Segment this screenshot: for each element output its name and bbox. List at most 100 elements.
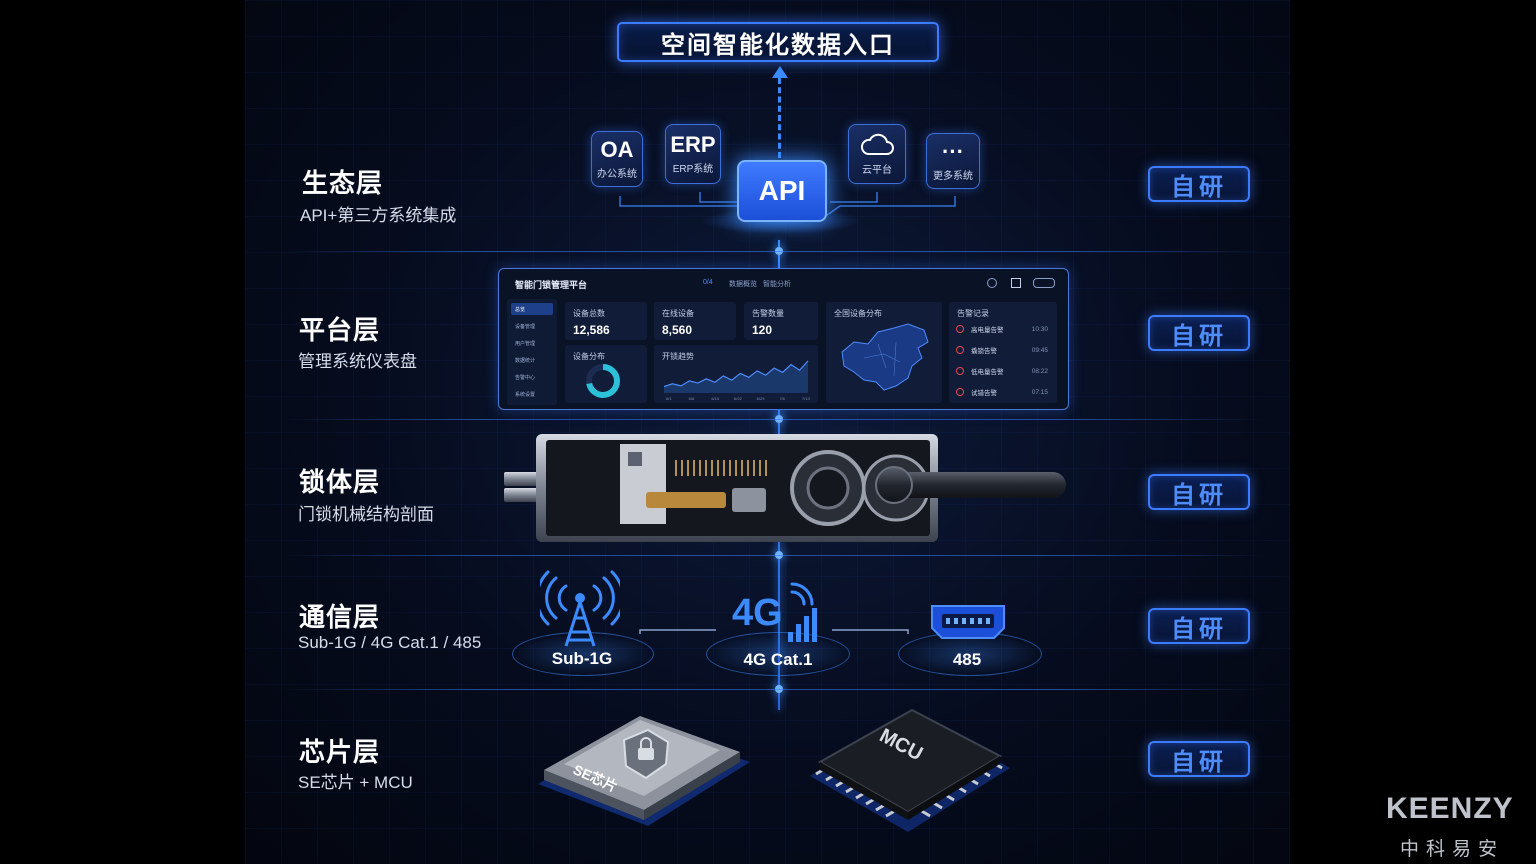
- sidebar-item[interactable]: 系统设置: [515, 391, 536, 398]
- sidebar-item[interactable]: 用户管理: [515, 340, 536, 347]
- alarm-time: 08:22: [1031, 367, 1048, 375]
- alarm-icon: [956, 388, 964, 396]
- sidebar-item[interactable]: 总览: [511, 303, 553, 315]
- stat-label: 设备总数: [573, 309, 605, 318]
- top-title: 空间智能化数据入口: [617, 22, 939, 62]
- rs485-port-icon: [931, 605, 1005, 639]
- layer-divider: [282, 689, 1264, 690]
- 4g-halo: [706, 632, 850, 676]
- trend-x-tick: 6/22: [734, 396, 743, 401]
- sidebar-item[interactable]: 设备管理: [515, 323, 536, 330]
- trend-x-tick: 6/8: [689, 396, 695, 401]
- layer-title-communication: 通信层: [299, 602, 381, 632]
- brand-chinese-name: 中科易安: [1400, 839, 1505, 860]
- in-house-badge: 自研: [1148, 608, 1250, 644]
- alarm-icon: [956, 367, 964, 375]
- layer-title-chip: 芯片层: [299, 737, 381, 767]
- alarm-time: 07:15: [1031, 388, 1048, 396]
- diagram-panel: [245, 0, 1290, 864]
- sidebar-item[interactable]: 数据统计: [515, 357, 536, 364]
- layer-subtitle-platform: 管理系统仪表盘: [298, 352, 417, 371]
- in-house-badge: 自研: [1148, 474, 1250, 510]
- alarm-text: 撬锁告警: [971, 348, 997, 355]
- more-systems-label: ···: [942, 138, 964, 164]
- trend-x-tick: 6/15: [711, 396, 720, 401]
- panel-label: 设备分布: [573, 352, 605, 361]
- oa-system-cube: OA 办公系统: [591, 131, 643, 187]
- antenna-tower-icon: [540, 570, 620, 647]
- dashboard-tab[interactable]: 数据概览: [729, 281, 757, 288]
- dashboard-screenshot: 智能门锁管理平台 0/4 数据概览 智能分析 总览 设备管理 用户管理 数据统计…: [498, 268, 1069, 410]
- api-cube: API: [737, 160, 827, 222]
- signal-bars-icon: [788, 582, 817, 642]
- mcu-chip-graphic: [810, 708, 1010, 832]
- panel-label: 全国设备分布: [834, 309, 882, 318]
- layer-subtitle-communication: Sub-1G / 4G Cat.1 / 485: [298, 633, 482, 652]
- alarm-row[interactable]: 撬锁告警 09:45: [956, 345, 1048, 355]
- oa-caption: 办公系统: [597, 168, 637, 180]
- erp-label: ERP: [670, 131, 716, 157]
- fullscreen-icon[interactable]: [1011, 278, 1021, 288]
- settings-icon[interactable]: [987, 278, 997, 288]
- alarm-icon: [956, 346, 964, 354]
- panel-label: 告警记录: [957, 309, 989, 318]
- trend-x-tick: 6/29: [757, 396, 766, 401]
- user-menu-icon[interactable]: [1033, 278, 1055, 288]
- donut-chart: [586, 364, 620, 398]
- more-systems-cube: ··· 更多系统: [926, 133, 980, 189]
- layer-subtitle-chip: SE芯片 + MCU: [298, 773, 413, 792]
- layer-title-lock-body: 锁体层: [299, 467, 381, 497]
- stat-value: 120: [752, 323, 773, 337]
- connector-dashed-line: [778, 78, 781, 158]
- comm-connector-lines: [639, 629, 909, 634]
- trend-x-tick: 6/1: [666, 396, 672, 401]
- in-house-badge: 自研: [1148, 166, 1250, 202]
- alarm-icon: [956, 325, 964, 333]
- alarm-time: 09:45: [1031, 346, 1048, 354]
- dashboard-title: 智能门锁管理平台: [515, 280, 588, 290]
- oa-label: OA: [600, 136, 634, 162]
- layer-title-ecosystem: 生态层: [302, 168, 384, 198]
- national-map-panel: 全国设备分布: [826, 302, 942, 403]
- dashboard-tab[interactable]: 智能分析: [763, 281, 791, 288]
- sidebar-item[interactable]: 告警中心: [515, 374, 536, 381]
- layer-subtitle-ecosystem: API+第三方系统集成: [300, 206, 457, 225]
- stat-label: 告警数量: [752, 309, 784, 318]
- stat-card-alarms: 告警数量 120: [744, 302, 818, 340]
- cloud-caption: 云平台: [862, 164, 892, 176]
- layer-divider: [282, 555, 1264, 556]
- dashboard-tab[interactable]: 0/4: [703, 279, 713, 286]
- stat-label: 在线设备: [662, 309, 694, 318]
- 4g-cat1-label: 4G Cat.1: [743, 650, 813, 669]
- alarm-time: 10:30: [1031, 325, 1048, 333]
- stat-value: 8,560: [662, 323, 693, 337]
- panel-label: 开锁趋势: [662, 352, 694, 361]
- cloud-icon: [860, 133, 894, 155]
- stat-card-total-devices: 设备总数 12,586: [565, 302, 647, 340]
- arrow-up-icon: [772, 66, 788, 78]
- more-systems-caption: 更多系统: [933, 170, 973, 182]
- trend-x-tick: 7/13: [802, 396, 811, 401]
- layer-subtitle-lock-body: 门锁机械结构剖面: [298, 505, 434, 524]
- sub1g-label: Sub-1G: [551, 649, 613, 668]
- cloud-platform-cube: 云平台: [848, 124, 906, 184]
- stat-card-online-devices: 在线设备 8,560: [654, 302, 736, 340]
- brand-logo-text: KEENZY: [1386, 792, 1514, 825]
- se-chip-graphic: [538, 716, 750, 826]
- erp-system-cube: ERP ERP系统: [665, 124, 721, 184]
- layer-title-platform: 平台层: [299, 315, 381, 345]
- dashboard-sidebar: 总览 设备管理 用户管理 数据统计 告警中心 系统设置: [507, 299, 557, 405]
- lock-body-cutaway: [504, 434, 1066, 542]
- erp-caption: ERP系统: [672, 163, 714, 175]
- 485-label: 485: [952, 650, 982, 669]
- in-house-badge: 自研: [1148, 741, 1250, 777]
- donut-arc: [586, 364, 620, 398]
- 4g-big-label: 4G: [732, 592, 783, 634]
- trend-line: [663, 360, 809, 388]
- in-house-badge: 自研: [1148, 315, 1250, 351]
